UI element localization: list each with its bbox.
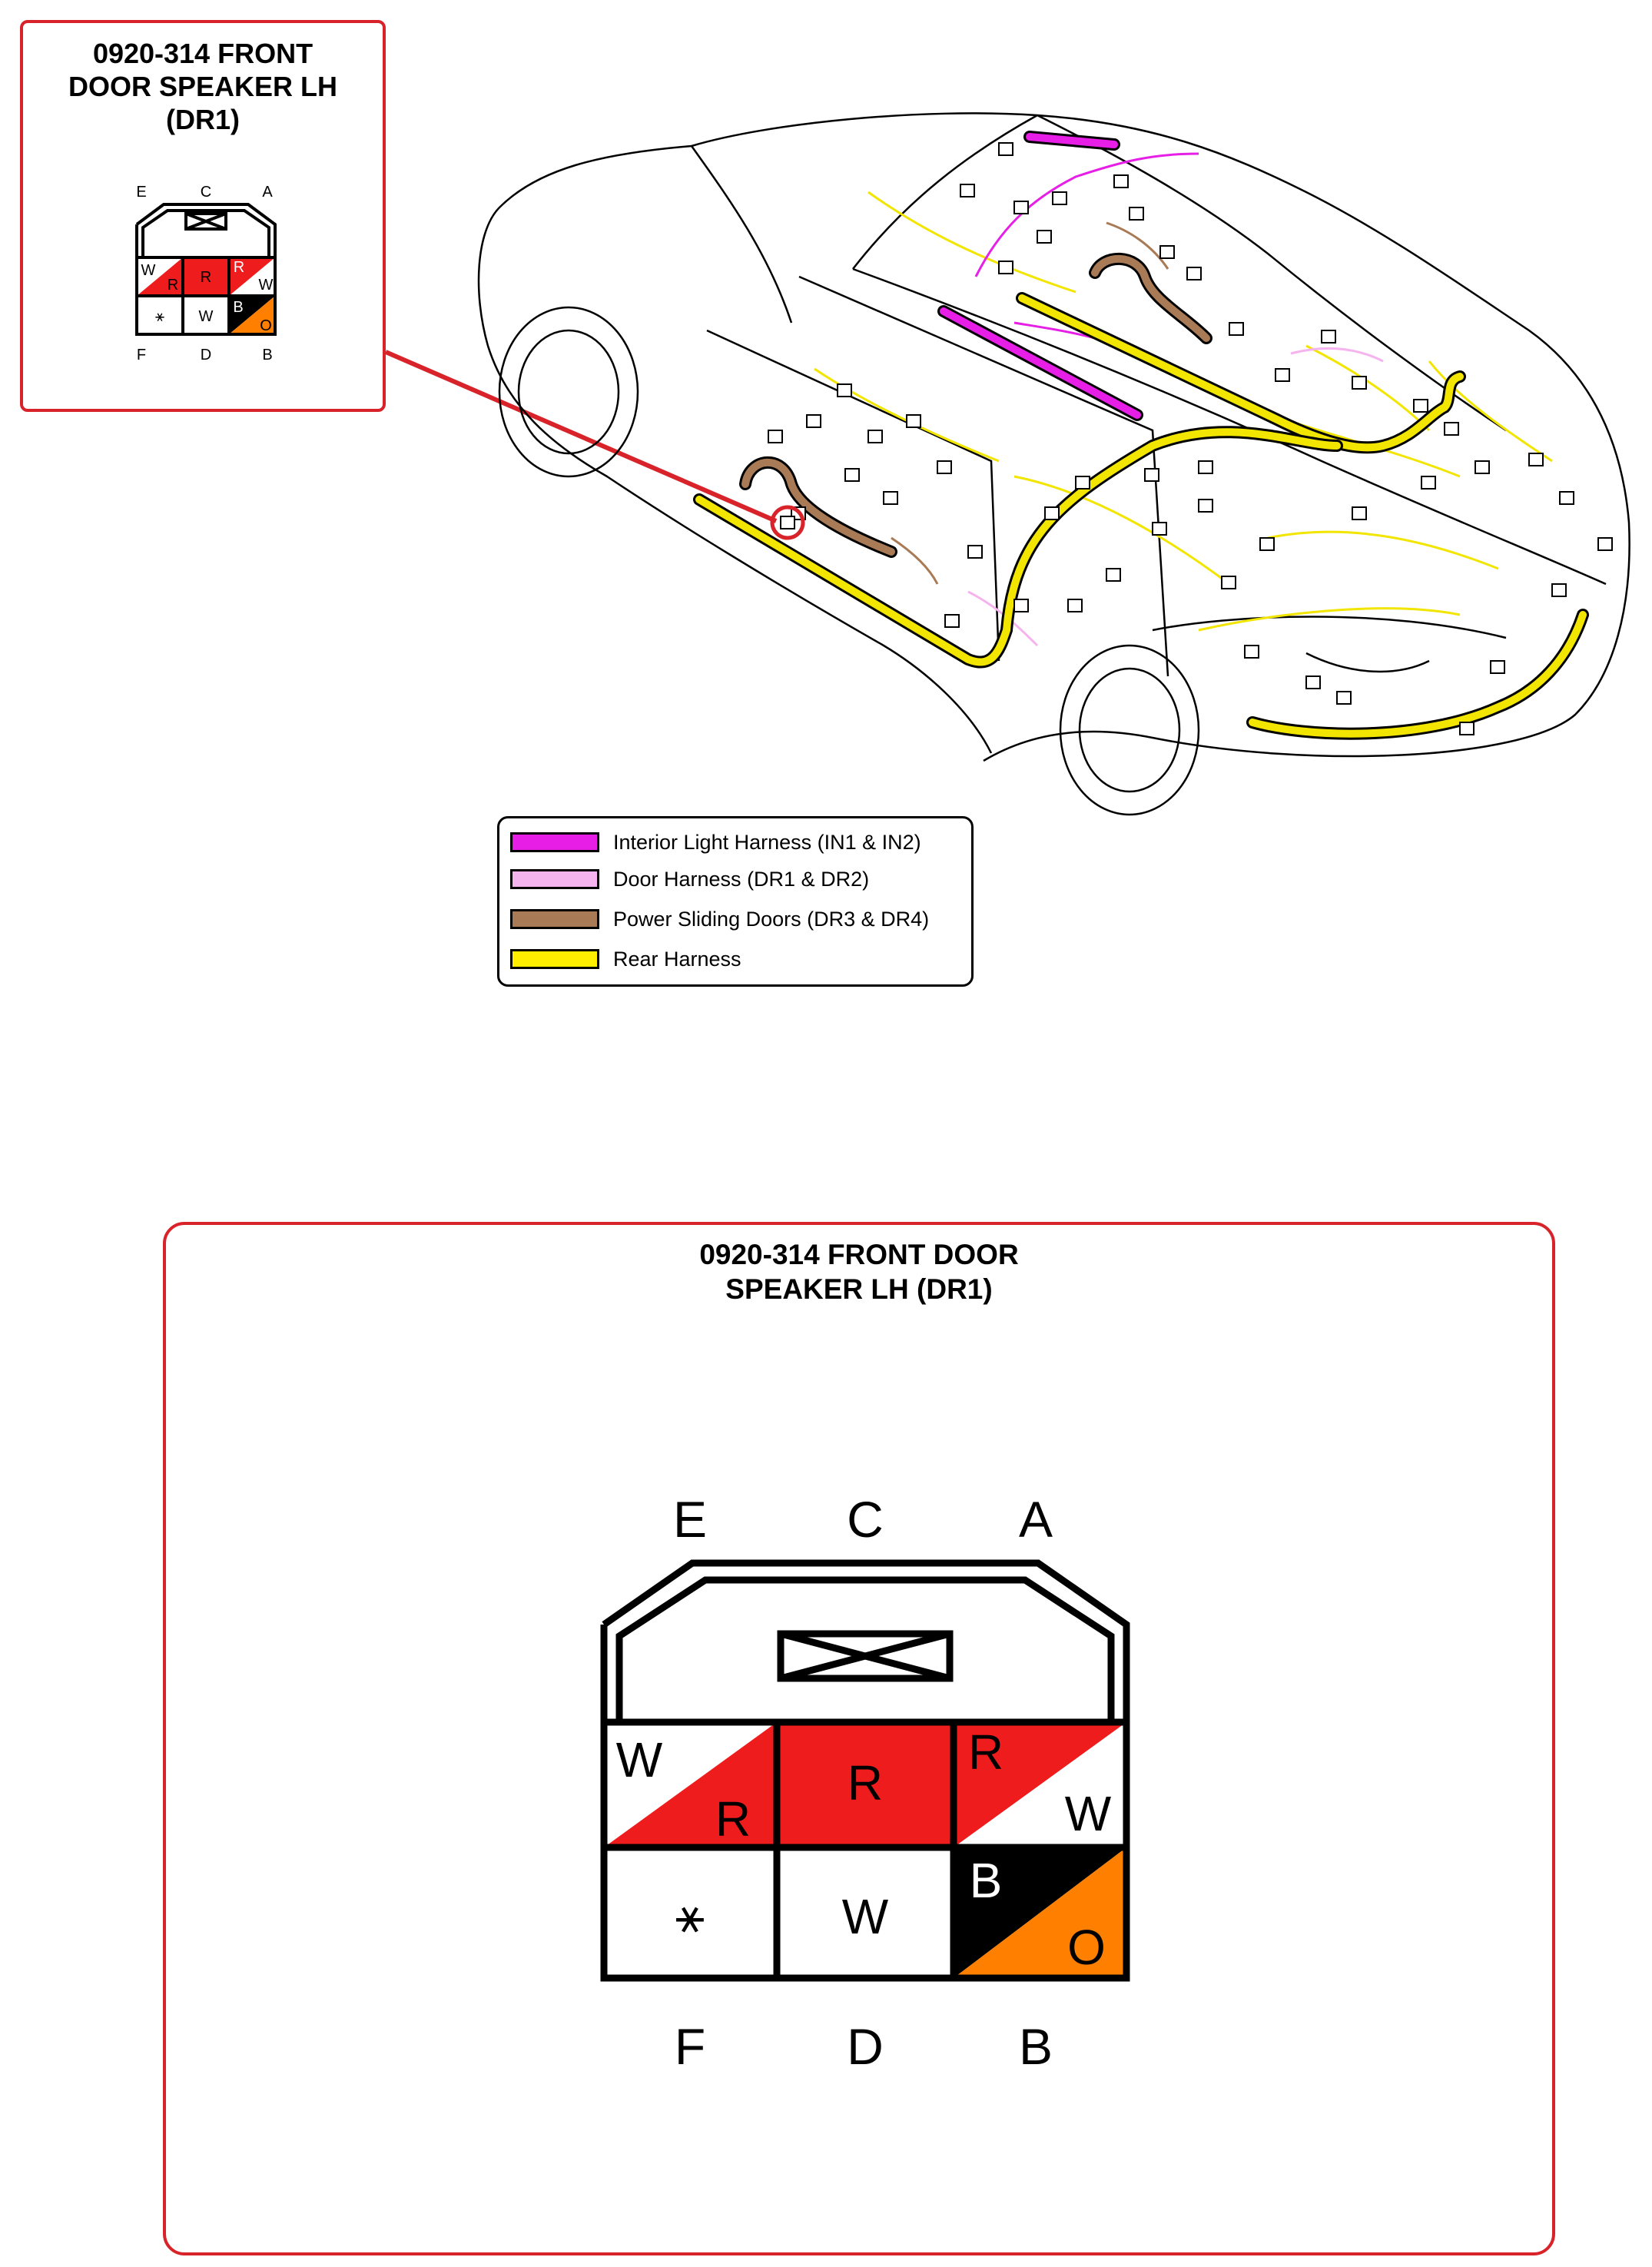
large-title-line-1: 0920-314 FRONT DOOR: [699, 1239, 1019, 1270]
small-cell-d-primary: W: [199, 308, 214, 325]
harness-legend: Interior Light Harness (IN1 & IN2) Door …: [497, 816, 974, 987]
vehicle-harness-illustration: [384, 112, 1630, 816]
small-top-label-c: C: [201, 184, 211, 201]
small-cell-b-primary: B: [233, 299, 243, 316]
front-wheel: [498, 306, 639, 478]
bottom-label-f: F: [675, 2018, 705, 2075]
large-connector-diagram: E C A F D B W R R R W ⚹ W B O: [600, 1491, 1130, 2075]
small-cell-f-primary: ⚹: [155, 308, 164, 325]
small-connector-callout: 0920-314 FRONT DOOR SPEAKER LH (DR1) E C…: [20, 20, 386, 412]
legend-label: Interior Light Harness (IN1 & IN2): [613, 830, 921, 854]
legend-item: Interior Light Harness (IN1 & IN2): [510, 829, 921, 855]
power-sliding-door-harness: [739, 252, 1212, 558]
rear-harness-trunk: [693, 292, 1589, 740]
legend-label: Power Sliding Doors (DR3 & DR4): [613, 907, 930, 931]
car-body-outline: [477, 112, 1630, 762]
small-cell-a-primary: R: [234, 259, 244, 276]
small-cell-b-secondary: O: [260, 317, 272, 334]
legend-swatch: [510, 869, 599, 889]
connector-boxes: [768, 142, 1613, 735]
legend-label: Door Harness (DR1 & DR2): [613, 867, 870, 891]
cell-b-secondary: O: [1067, 1920, 1106, 1975]
legend-item: Rear Harness: [510, 946, 741, 972]
top-label-e: E: [673, 1491, 707, 1548]
rear-wheel: [1059, 644, 1200, 816]
interior-light-harness: [937, 131, 1143, 421]
top-label-c: C: [847, 1491, 884, 1548]
cell-b-primary: B: [970, 1853, 1003, 1908]
small-cell-e-secondary: R: [168, 277, 178, 294]
callout-leader-line: [384, 350, 778, 523]
legend-label: Rear Harness: [613, 947, 741, 971]
cell-e-primary: W: [616, 1732, 663, 1787]
cell-e-secondary: R: [715, 1791, 751, 1847]
small-connector-diagram: E C A F D B W R R R W ⚹ W B O: [135, 184, 277, 363]
cell-c-primary: R: [848, 1755, 883, 1811]
small-bottom-label-d: D: [201, 347, 211, 363]
highlighted-connector-circle: [770, 505, 805, 540]
small-cell-e-primary: W: [141, 262, 156, 279]
bottom-label-d: D: [847, 2018, 884, 2075]
small-callout-title: 0920-314 FRONT DOOR SPEAKER LH (DR1): [23, 37, 383, 136]
top-label-a: A: [1019, 1491, 1053, 1548]
large-title-line-2: SPEAKER LH (DR1): [725, 1273, 993, 1305]
small-top-label-e: E: [136, 184, 146, 201]
cell-a-secondary: W: [1065, 1786, 1112, 1841]
bottom-label-b: B: [1019, 2018, 1053, 2075]
cell-d-primary: W: [842, 1889, 889, 1944]
wheels: [498, 306, 1200, 816]
small-title-line-1: 0920-314 FRONT: [92, 38, 313, 69]
legend-item: Door Harness (DR1 & DR2): [510, 866, 869, 892]
small-bottom-label-b: B: [262, 347, 272, 363]
small-cell-c-primary: R: [201, 269, 211, 286]
legend-swatch: [510, 949, 599, 969]
small-title-line-3: (DR1): [166, 104, 240, 135]
legend-swatch: [510, 909, 599, 929]
cell-f-primary: ⚹: [675, 1887, 705, 1943]
large-connector-callout: 0920-314 FRONT DOOR SPEAKER LH (DR1) E C: [163, 1222, 1555, 2255]
legend-swatch: [510, 832, 599, 852]
harness-branches-misc: [891, 152, 1384, 647]
small-bottom-label-f: F: [137, 347, 146, 363]
rear-harness-branches: [814, 191, 1553, 632]
cell-a-primary: R: [968, 1724, 1003, 1780]
small-cell-a-secondary: W: [259, 277, 274, 294]
small-top-label-a: A: [262, 184, 273, 201]
legend-item: Power Sliding Doors (DR3 & DR4): [510, 906, 929, 932]
dr1-connector-marker: [780, 516, 795, 529]
large-callout-title: 0920-314 FRONT DOOR SPEAKER LH (DR1): [166, 1237, 1552, 1306]
small-title-line-2: DOOR SPEAKER LH: [68, 71, 338, 102]
